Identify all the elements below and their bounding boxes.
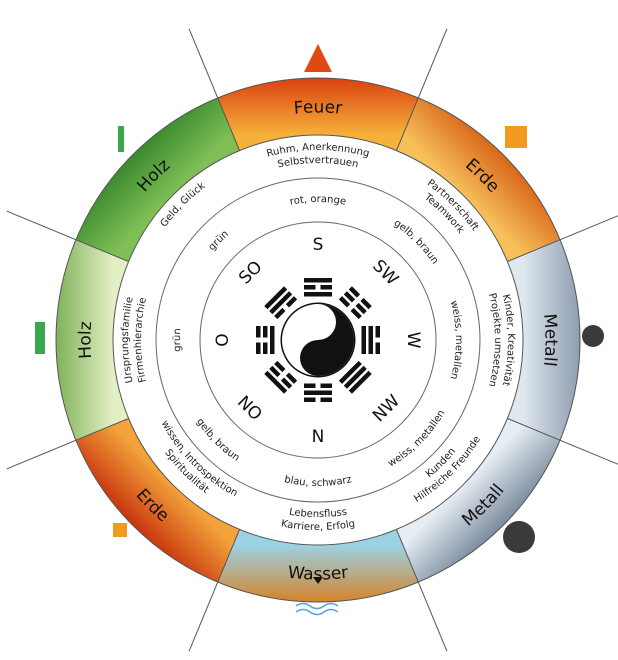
element-symbols (35, 44, 604, 616)
color-ring-circle (155, 177, 481, 503)
trigram-n (304, 383, 332, 402)
sector-meaning-n: Lebensfluss (288, 507, 347, 520)
element-sector-w (507, 239, 580, 441)
sector-meaning-o: Ursprungsfamilie (120, 296, 136, 384)
sector-color-s: rot, orange (289, 194, 347, 208)
metal-circle-icon (503, 521, 535, 553)
wood-bar-icon (35, 322, 45, 354)
sector-meaning-o: Firmenhierarchie (133, 296, 149, 383)
sector-color-w: weiss, metallen (448, 299, 464, 380)
trigram-nw (338, 360, 372, 394)
element-sector-no (75, 418, 240, 583)
element-sector-o (55, 239, 129, 441)
element-sector-n (217, 529, 419, 602)
yin-dot (312, 316, 324, 328)
element-sector-so (75, 97, 240, 262)
element-label-o: Holz (75, 321, 96, 360)
element-sector-s (217, 78, 419, 151)
water-arrow-icon (313, 577, 323, 584)
sector-meaning-n: Karriere, Erfolg (280, 518, 356, 533)
direction-label-s: S (313, 235, 324, 255)
trigram-s (304, 278, 332, 297)
sector-meaning-s: Selbstvertrauen (277, 155, 360, 170)
element-sector-nw (396, 418, 561, 583)
trigram-o (256, 326, 275, 354)
direction-label-n: N (312, 427, 325, 447)
direction-label-w: W (403, 332, 423, 349)
earth-square-icon (505, 126, 527, 148)
element-label-w: Metall (539, 313, 560, 367)
yang-dot (312, 352, 324, 364)
water-wave-icon (295, 577, 339, 616)
element-label-s: Feuer (293, 97, 343, 118)
element-sector-sw (396, 97, 561, 262)
trigram-ring (256, 278, 380, 402)
fire-triangle-icon (304, 44, 332, 72)
direction-label-o: O (213, 333, 233, 346)
trigram-no (264, 360, 298, 394)
outer-circle (55, 77, 581, 603)
trigram-w (361, 326, 380, 354)
sector-color-o: grün (172, 328, 183, 352)
metal-circle-icon (582, 325, 604, 347)
earth-square-icon (113, 523, 127, 537)
direction-ring-circle (199, 221, 437, 459)
element-label-n: Wasser (287, 563, 349, 585)
sector-color-n: blau, schwarz (283, 474, 352, 489)
trigram-sw (338, 286, 372, 320)
trigram-so (264, 286, 298, 320)
sector-meaning-w: Kinder, Kreativität (500, 293, 516, 387)
wood-bar-icon (118, 126, 124, 152)
yin-yang-icon (280, 302, 356, 378)
